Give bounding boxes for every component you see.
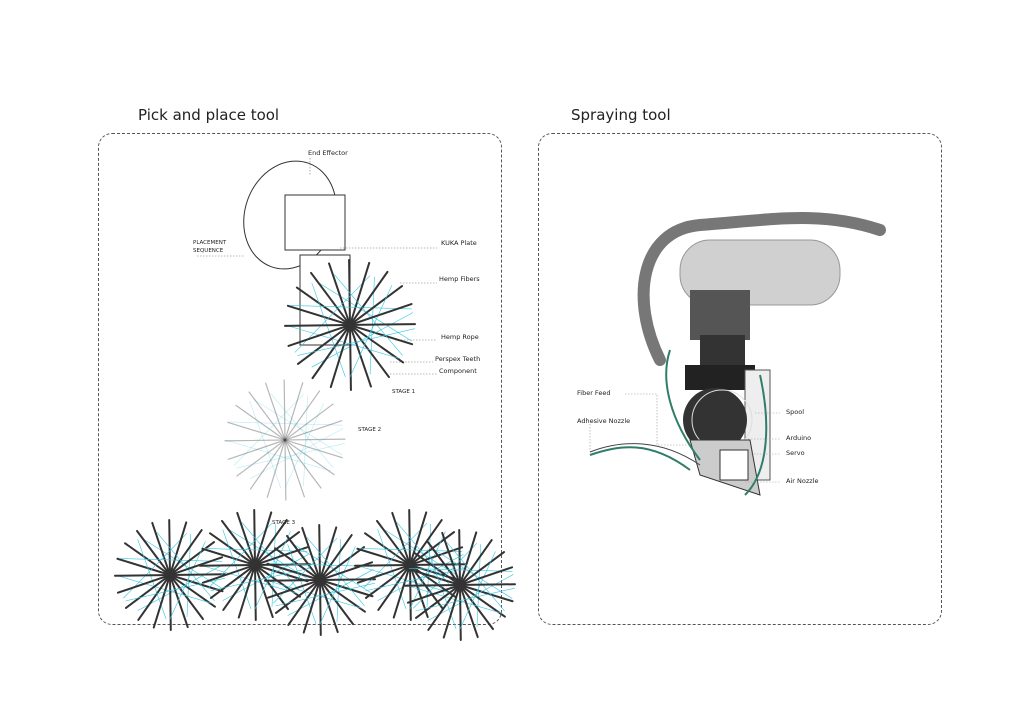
component-rod xyxy=(236,403,334,477)
hemp-fiber xyxy=(229,421,343,426)
hemp-fiber xyxy=(284,324,400,359)
component-rod xyxy=(249,390,321,490)
hemp-fiber xyxy=(270,393,334,469)
label-kuka-plate: KUKA Plate xyxy=(441,239,477,247)
hemp-fiber xyxy=(284,403,324,489)
hemp-fiber xyxy=(264,579,363,609)
spraying-tool-title: Spraying tool xyxy=(571,106,671,124)
hemp-fiber xyxy=(303,395,308,486)
pick-and-place-title: Pick and place tool xyxy=(138,106,280,124)
spraying-tool-illustration xyxy=(589,212,886,496)
component-rod xyxy=(235,404,335,476)
label-stage-2: STAGE 2 xyxy=(358,427,382,433)
hemp-fiber xyxy=(289,305,412,310)
label-air-nozzle: Air Nozzle xyxy=(786,477,819,485)
hemp-fiber xyxy=(249,401,281,488)
hemp-fiber xyxy=(404,584,503,614)
hose xyxy=(637,212,886,366)
component-rod xyxy=(224,438,346,442)
hemp-fiber xyxy=(233,394,304,466)
hemp-fiber xyxy=(430,547,513,599)
label-component: Component xyxy=(439,367,477,375)
hemp-fiber xyxy=(236,443,345,469)
hemp-fiber xyxy=(114,574,213,604)
label-stage-3: STAGE 3 xyxy=(272,520,296,526)
hemp-fiber xyxy=(290,542,373,594)
hemp-fiber xyxy=(119,558,223,562)
component-rod xyxy=(227,420,343,460)
hemp-fiber xyxy=(459,551,496,630)
hemp-fiber xyxy=(297,328,415,356)
pick-and-place-panel xyxy=(98,133,502,625)
hemp-fiber xyxy=(225,527,308,579)
pick-and-place-illustration xyxy=(114,158,516,641)
component-rod xyxy=(283,379,287,501)
hemp-fiber xyxy=(415,587,515,612)
label-stage-1: STAGE 1 xyxy=(392,389,416,395)
hemp-fiber xyxy=(253,398,343,456)
label-spool: Spool xyxy=(786,408,805,416)
hemp-fiber xyxy=(319,546,356,625)
component-rod xyxy=(248,391,322,489)
label-servo: Servo xyxy=(786,449,805,457)
hemp-fiber xyxy=(334,274,403,356)
component-rod xyxy=(354,563,466,567)
kuka-plate xyxy=(284,194,346,251)
arduino xyxy=(719,449,749,481)
label-adhesive-nozzle: Adhesive Nozzle xyxy=(577,417,631,425)
label-sequence: SEQUENCE xyxy=(193,248,224,254)
spraying-tool-panel xyxy=(538,133,942,625)
hemp-fiber xyxy=(311,312,414,368)
spool xyxy=(683,388,747,452)
hemp-fiber xyxy=(365,567,465,592)
label-hemp-fibers: Hemp Fibers xyxy=(439,275,480,283)
component-rod xyxy=(266,382,304,498)
hemp-fiber xyxy=(315,280,412,342)
component-rod xyxy=(284,323,416,327)
label-hemp-rope: Hemp Rope xyxy=(441,333,479,341)
hemp-fiber xyxy=(446,542,505,612)
label-arduino: Arduino xyxy=(786,434,812,442)
label-perspex-teeth: Perspex Teeth xyxy=(435,355,481,363)
hemp-fiber xyxy=(354,564,453,594)
label-end-effector: End Effector xyxy=(308,149,348,157)
component-rod xyxy=(114,573,226,577)
hemp-fiber xyxy=(275,582,375,607)
hemp-fiber xyxy=(409,568,513,572)
component-rod xyxy=(264,578,376,582)
hemp-fiber xyxy=(249,428,344,480)
hemp-fiber xyxy=(306,537,365,607)
component-rod xyxy=(199,563,311,567)
hemp-fiber xyxy=(254,531,291,610)
component-rod xyxy=(404,583,516,587)
hemp-fiber xyxy=(349,285,393,378)
hemp-fiber xyxy=(169,541,206,620)
hemp-fiber xyxy=(359,548,463,552)
hemp-fiber xyxy=(224,439,331,472)
component-rod xyxy=(227,421,343,459)
label-fiber-feed: Fiber Feed xyxy=(577,389,611,397)
hemp-fiber xyxy=(199,564,298,594)
hemp-fiber xyxy=(409,531,446,610)
hemp-fiber xyxy=(156,532,215,602)
label-placement: PLACEMENT xyxy=(193,240,227,246)
component-rod xyxy=(265,382,305,498)
